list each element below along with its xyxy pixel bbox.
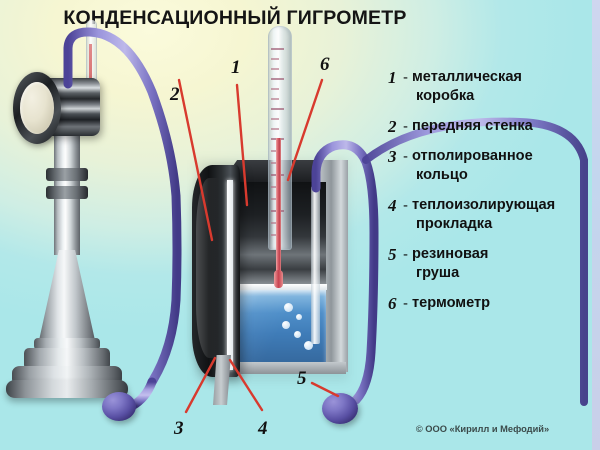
metal-box-bottom-plate xyxy=(214,362,346,374)
legend-item-6-label: термометр xyxy=(412,295,491,311)
rubber-bulb-right xyxy=(322,393,358,424)
legend-item-6: 6 - термометр xyxy=(388,294,593,313)
stand-collar-upper xyxy=(46,168,88,181)
stand-collar-lower xyxy=(46,186,88,199)
legend-item-2-number: 2 xyxy=(388,117,397,136)
callout-4: 4 xyxy=(258,418,268,439)
legend-item-1-dash: - xyxy=(403,69,408,86)
leader-4 xyxy=(228,358,264,412)
legend-item-5-number: 5 xyxy=(388,245,397,264)
thermometer-tick xyxy=(271,78,284,80)
callout-2: 2 xyxy=(170,84,180,105)
leader-1 xyxy=(235,83,249,207)
tube-right-edge xyxy=(362,117,588,406)
leader-5 xyxy=(310,381,340,398)
bubble xyxy=(304,341,313,350)
thermometer-tick xyxy=(271,234,279,236)
insulating-gasket xyxy=(213,355,231,405)
right-edge-strip xyxy=(592,0,600,450)
legend-item-2-label: передняя стенка xyxy=(412,118,533,134)
thermometer-tick xyxy=(271,162,279,164)
bubble xyxy=(282,321,290,329)
leader-6 xyxy=(286,78,324,182)
callout-6: 6 xyxy=(320,54,330,75)
thermometer-tick xyxy=(271,150,279,152)
tube-left-to-box xyxy=(63,27,182,387)
thermometer-tick xyxy=(271,198,279,200)
legend-item-2: 2 - передняя стенка xyxy=(388,117,593,136)
tube-box-to-right-bulb xyxy=(311,140,379,405)
callout-1: 1 xyxy=(231,57,241,78)
legend-item-3-dash: - xyxy=(403,148,408,165)
page-title: КОНДЕНСАЦИОННЫЙ ГИГРОМЕТР xyxy=(63,7,407,29)
thermometer-tick xyxy=(271,128,279,130)
legend-item-5-dash: - xyxy=(403,246,408,263)
thermometer-tick xyxy=(271,186,279,188)
thermometer-left-mercury xyxy=(89,44,92,90)
thermometer-main-mercury xyxy=(276,138,281,286)
front-wall-sheen xyxy=(196,178,218,358)
thermometer-tick xyxy=(271,118,279,120)
bubble xyxy=(296,314,302,320)
polished-ring xyxy=(227,180,233,370)
thermometer-tick xyxy=(271,98,279,100)
leader-2 xyxy=(177,78,214,242)
copyright-notice: © ООО «Кирилл и Мефодий» xyxy=(415,424,550,434)
legend-item-2-dash: - xyxy=(403,118,408,135)
stand-base-tier-3 xyxy=(6,380,128,398)
stand-ring xyxy=(34,338,100,350)
callout-5: 5 xyxy=(297,368,307,389)
thermometer-tick xyxy=(271,58,279,60)
bubble xyxy=(284,303,293,312)
polished-ring-face xyxy=(20,82,54,134)
legend-item-1-number: 1 xyxy=(388,68,397,87)
bubble xyxy=(294,331,301,338)
stand-base-tier-1 xyxy=(24,348,110,370)
thermometer-tick xyxy=(271,68,279,70)
thermometer-tick xyxy=(271,222,279,224)
air-inlet-glass-tube xyxy=(311,186,320,344)
thermometer-main-bulb xyxy=(274,270,283,288)
rubber-bulb-left xyxy=(102,392,136,421)
legend-item-3-number: 3 xyxy=(388,147,397,166)
legend-item-6-dash: - xyxy=(403,295,408,312)
callout-3: 3 xyxy=(174,418,184,439)
thermometer-tick xyxy=(271,108,284,110)
thermometer-tick xyxy=(271,88,279,90)
legend-item-4-number: 4 xyxy=(388,196,397,215)
legend-item-6-number: 6 xyxy=(388,294,397,313)
legend-item-4-dash: - xyxy=(403,197,408,214)
thermometer-tick xyxy=(271,48,284,50)
leader-3 xyxy=(184,356,217,414)
